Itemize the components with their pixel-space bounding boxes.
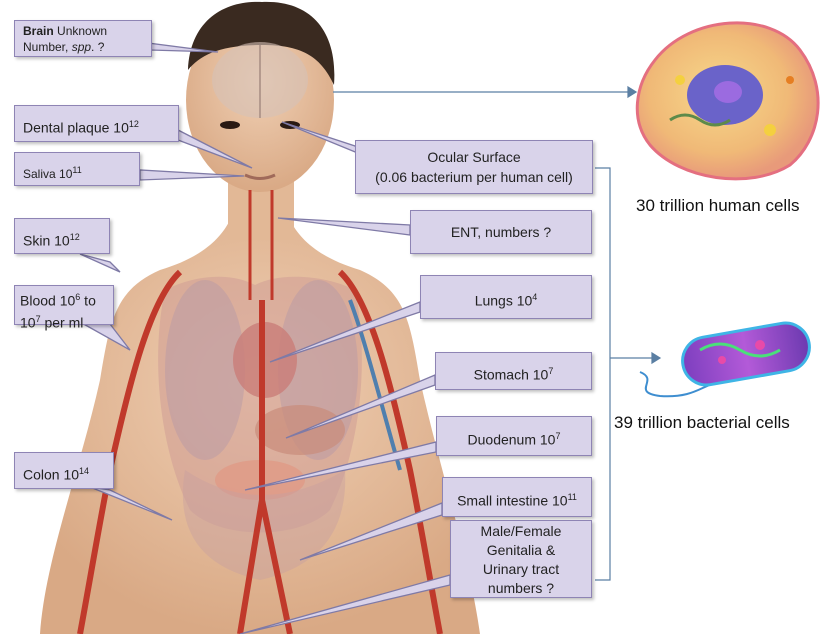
stomach-label: Stomach 10 — [474, 367, 549, 383]
callout-small-intestine: Small intestine 1011 — [442, 477, 592, 517]
lungs-label: Lungs 10 — [475, 293, 533, 309]
callout-lungs: Lungs 104 — [420, 275, 592, 319]
skin-label: Skin 10 — [23, 233, 70, 249]
blood-label-1: Blood 10 — [20, 293, 75, 309]
genitalia-line-4: numbers ? — [488, 580, 554, 596]
brain-label-line2a: Number, — [23, 40, 72, 54]
genitalia-line-2: Genitalia & — [487, 542, 555, 558]
saliva-label: Saliva 10 — [23, 167, 72, 181]
ent-label: ENT, numbers ? — [451, 224, 551, 240]
callout-ocular-surface: Ocular Surface (0.06 bacterium per human… — [355, 140, 593, 194]
colon-label: Colon 10 — [23, 467, 79, 483]
dental-exponent: 12 — [129, 119, 139, 129]
saliva-exponent: 11 — [72, 165, 81, 175]
small-intestine-exponent: 11 — [568, 492, 577, 502]
ocular-line-1: Ocular Surface — [427, 149, 520, 165]
small-intestine-label: Small intestine 10 — [457, 493, 568, 509]
stomach-exponent: 7 — [548, 366, 553, 376]
blood-label-2: to — [80, 293, 96, 309]
lungs-exponent: 4 — [532, 292, 537, 302]
caption-human-cells: 30 trillion human cells — [636, 196, 799, 216]
brain-label-bold: Brain — [23, 24, 54, 38]
dental-label: Dental plaque 10 — [23, 120, 129, 136]
brain-label-line2b: . ? — [91, 40, 104, 54]
callout-brain: Brain Unknown Number, spp. ? — [14, 20, 152, 57]
colon-exponent: 14 — [79, 466, 89, 476]
callout-ent: ENT, numbers ? — [410, 210, 592, 254]
callout-dental-plaque: Dental plaque 1012 — [14, 105, 179, 142]
human-cell-illustration — [637, 23, 818, 179]
skin-exponent: 12 — [70, 232, 80, 242]
ocular-line-2: (0.06 bacterium per human cell) — [375, 169, 573, 185]
bacterium-illustration — [640, 319, 813, 396]
callout-genitalia: Male/Female Genitalia & Urinary tract nu… — [450, 520, 592, 598]
brain-label-rest: Unknown — [54, 24, 107, 38]
callout-saliva: Saliva 1011 — [14, 152, 140, 186]
duodenum-exponent: 7 — [555, 431, 560, 441]
callout-duodenum: Duodenum 107 — [436, 416, 592, 456]
genitalia-line-3: Urinary tract — [483, 561, 559, 577]
blood-label-3: 10 — [20, 314, 36, 330]
genitalia-line-1: Male/Female — [481, 523, 562, 539]
duodenum-label: Duodenum 10 — [468, 432, 556, 448]
callout-colon: Colon 1014 — [14, 452, 114, 489]
brain-label-spp: spp — [72, 40, 91, 54]
callout-skin: Skin 1012 — [14, 218, 110, 254]
blood-label-4: per ml — [41, 314, 84, 330]
callout-blood: Blood 106 to 107 per ml — [14, 285, 114, 325]
callout-stomach: Stomach 107 — [435, 352, 592, 390]
caption-bacterial-cells: 39 trillion bacterial cells — [614, 413, 790, 433]
